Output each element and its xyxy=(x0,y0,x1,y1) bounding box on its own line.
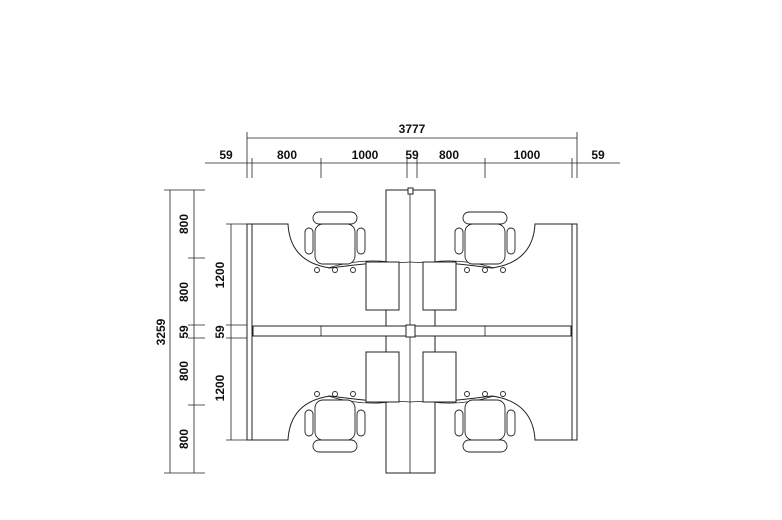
dim-inner-seg-3: 1200 xyxy=(213,374,227,401)
chair-top-right xyxy=(454,211,516,273)
dim-top-seg-6: 1000 xyxy=(514,148,541,162)
dim-left-seg-1: 800 xyxy=(177,214,191,234)
middle-divider xyxy=(246,324,578,338)
inner-dimensions: 1200 59 1200 xyxy=(213,223,252,441)
dim-left-seg-3: 59 xyxy=(177,325,191,339)
dim-left-seg-5: 800 xyxy=(177,429,191,449)
desk-bottom-left xyxy=(251,335,411,441)
dim-top-seg-5: 800 xyxy=(439,148,459,162)
dim-top-seg-2: 800 xyxy=(277,148,297,162)
chair-bottom-right xyxy=(454,391,516,453)
dim-inner-seg-1: 1200 xyxy=(213,261,227,288)
chair-top-left xyxy=(304,211,366,273)
dim-top-seg-4: 59 xyxy=(405,148,419,162)
dim-top-seg-7: 59 xyxy=(591,148,605,162)
top-dimensions: 3777 59 800 1000 59 800 1000 59 xyxy=(205,122,620,178)
left-dimensions: 3259 800 800 59 800 800 xyxy=(154,189,205,474)
end-panels xyxy=(246,223,578,441)
dim-top-total: 3777 xyxy=(399,122,426,136)
chair-bottom-left xyxy=(304,391,366,453)
dim-top-seg-1: 59 xyxy=(219,148,233,162)
desk-bottom-right xyxy=(409,335,573,441)
dim-left-total: 3259 xyxy=(154,318,168,345)
dim-top-seg-3: 1000 xyxy=(352,148,379,162)
desk-top-left xyxy=(251,223,411,327)
dim-left-seg-4: 800 xyxy=(177,361,191,381)
dim-left-seg-2: 800 xyxy=(177,282,191,302)
dim-inner-seg-2: 59 xyxy=(213,325,227,339)
